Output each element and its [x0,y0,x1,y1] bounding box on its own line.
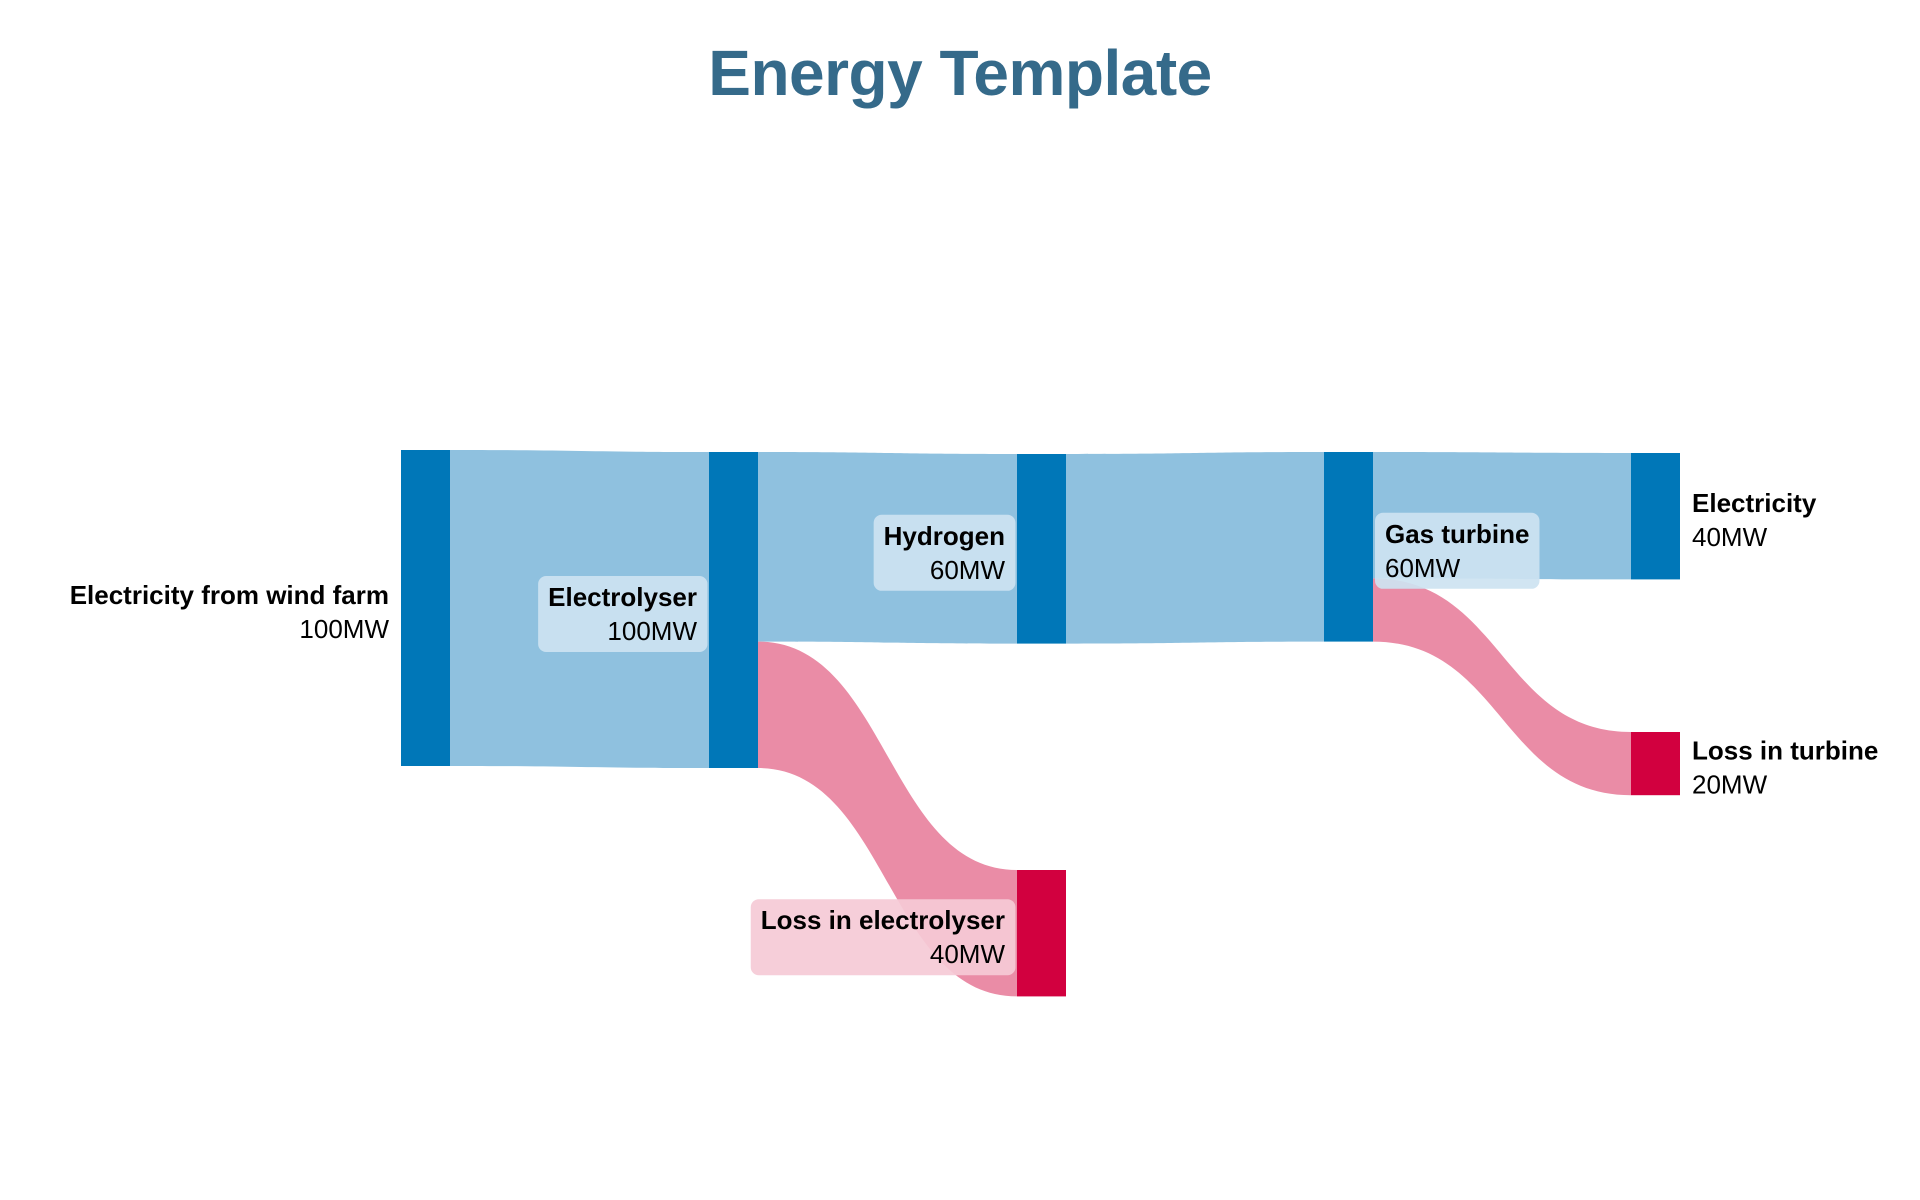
node-wind [401,450,450,766]
nodes-layer [401,450,1680,997]
label-background [1375,512,1540,589]
node-value-label: 40MW [1692,522,1768,552]
node-name-label: Loss in electrolyser [761,905,1005,935]
node-name-label: Gas turbine [1385,519,1529,549]
node-loss_electrolyser [1017,870,1066,997]
node-label-gas_turbine: Gas turbine 60MW [1375,512,1540,589]
node-name-label: Electrolyser [548,582,697,612]
label-background [873,514,1016,591]
node-value-label: 100MW [607,616,697,646]
node-gas_turbine [1324,452,1373,642]
node-label-electricity: Electricity 40MW [1692,488,1817,552]
label-background [750,899,1016,976]
node-value-label: 40MW [930,939,1006,969]
node-label-loss_electrolyser: Loss in electrolyser 40MW [750,899,1016,976]
labels-layer: Electricity from wind farm100MWElectroly… [70,488,1878,976]
node-value-label: 20MW [1692,770,1768,800]
node-value-label: 60MW [1385,553,1461,583]
node-name-label: Hydrogen [884,521,1005,551]
node-label-wind: Electricity from wind farm 100MW [70,580,390,644]
node-loss_turbine [1631,732,1680,796]
node-electrolyser [709,452,758,768]
node-name-label: Electricity from wind farm [70,580,389,610]
node-name-label: Electricity [1692,488,1817,518]
node-label-hydrogen: Hydrogen 60MW [873,514,1016,591]
node-electricity [1631,453,1680,580]
node-label-electrolyser: Electrolyser 100MW [538,576,708,652]
node-value-label: 60MW [930,555,1006,585]
link-gas_turbine-to-loss_turbine [1373,578,1631,796]
node-label-loss_turbine: Loss in turbine 20MW [1692,736,1878,800]
label-background [538,576,708,652]
link-hydrogen-to-gas_turbine [1066,452,1324,644]
node-name-label: Loss in turbine [1692,736,1878,766]
node-value-label: 100MW [299,614,389,644]
node-hydrogen [1017,454,1066,644]
chart-title: Energy Template [708,37,1212,109]
